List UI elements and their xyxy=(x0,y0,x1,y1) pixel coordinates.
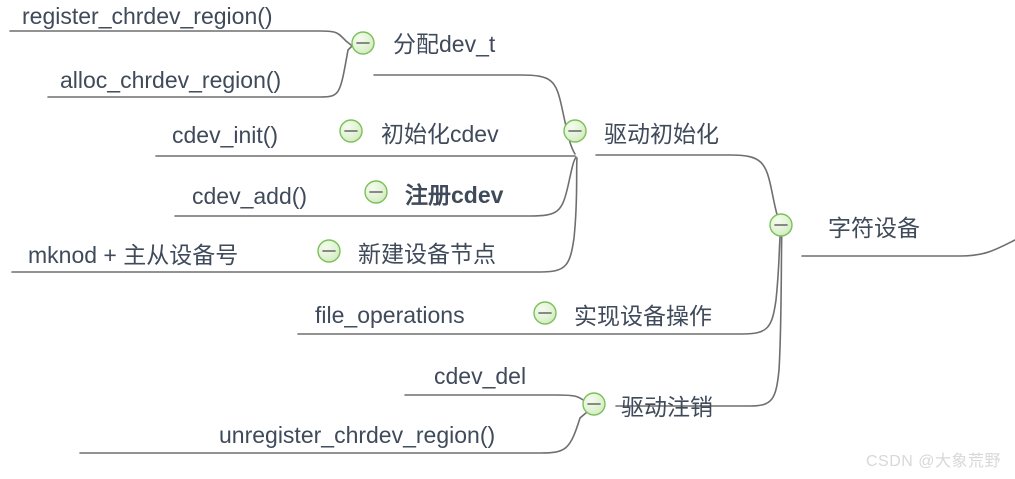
label-chushihua-cdev[interactable]: 初始化cdev xyxy=(381,121,499,147)
label-alloc-chrdev-region[interactable]: alloc_chrdev_region() xyxy=(60,67,281,93)
label-unregister-chrdev-region[interactable]: unregister_chrdev_region() xyxy=(219,422,495,448)
connector-mknod xyxy=(11,157,578,273)
label-xinjian-shebei-jiedian[interactable]: 新建设备节点 xyxy=(358,242,496,267)
label-cdev-init[interactable]: cdev_init() xyxy=(172,122,278,148)
connector-root-trunk xyxy=(801,239,1015,257)
label-shixian-shebei-caozuo[interactable]: 实现设备操作 xyxy=(574,303,712,329)
toggle-shixian-shebei-caozuo[interactable] xyxy=(533,301,557,325)
label-cdev-add[interactable]: cdev_add() xyxy=(192,183,307,209)
toggle-xinjian-shebei-jiedian[interactable] xyxy=(317,239,341,263)
toggle-qudong-chushihua[interactable] xyxy=(563,119,587,143)
label-root-zifu-shebei[interactable]: 字符设备 xyxy=(828,215,920,241)
label-fenpei-devt[interactable]: 分配dev_t xyxy=(393,31,496,57)
toggle-root-zifu-shebei[interactable] xyxy=(769,213,793,237)
connector-cdev-del xyxy=(404,394,593,407)
label-qudong-chushihua[interactable]: 驱动初始化 xyxy=(604,121,719,147)
connector-cdev-add xyxy=(174,156,577,217)
connector-register-chrdev-region xyxy=(9,30,352,46)
connector-fenpei-devt-to-parent xyxy=(373,74,576,155)
label-mknod-major-minor[interactable]: mknod + 主从设备号 xyxy=(28,242,238,268)
connector-unregister-chrdev-region xyxy=(79,406,594,454)
label-zhuce-cdev[interactable]: 注册cdev xyxy=(405,182,504,208)
connector-file-operations xyxy=(297,226,782,335)
connector-qudong-zhuxiao-to-root xyxy=(615,227,783,407)
label-qudong-zhuxiao[interactable]: 驱动注销 xyxy=(621,394,713,420)
toggle-chushihua-cdev[interactable] xyxy=(339,119,363,143)
watermark: CSDN @大象荒野 xyxy=(865,453,1001,470)
label-file-operations[interactable]: file_operations xyxy=(315,302,465,328)
toggle-fenpei-devt[interactable] xyxy=(351,31,375,55)
label-cdev-del[interactable]: cdev_del xyxy=(434,363,526,389)
connector-qudong-chushihua-to-root xyxy=(595,154,782,225)
label-register-chrdev-region[interactable]: register_chrdev_region() xyxy=(22,3,273,29)
connector-alloc-chrdev-region xyxy=(47,45,353,98)
toggle-zhuce-cdev[interactable] xyxy=(364,180,388,204)
toggle-qudong-zhuxiao[interactable] xyxy=(582,392,606,416)
